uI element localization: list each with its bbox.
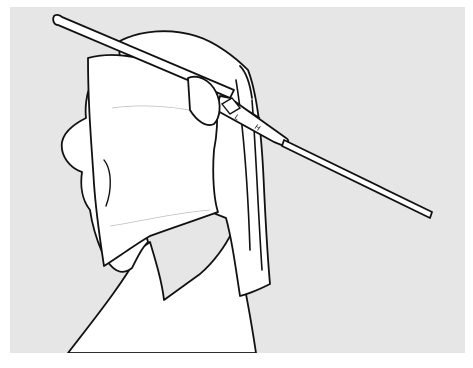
bottom-margin (0, 353, 473, 368)
illustration-frame: L H (10, 7, 465, 353)
dipstick-wiping-illustration: L H (10, 7, 465, 353)
